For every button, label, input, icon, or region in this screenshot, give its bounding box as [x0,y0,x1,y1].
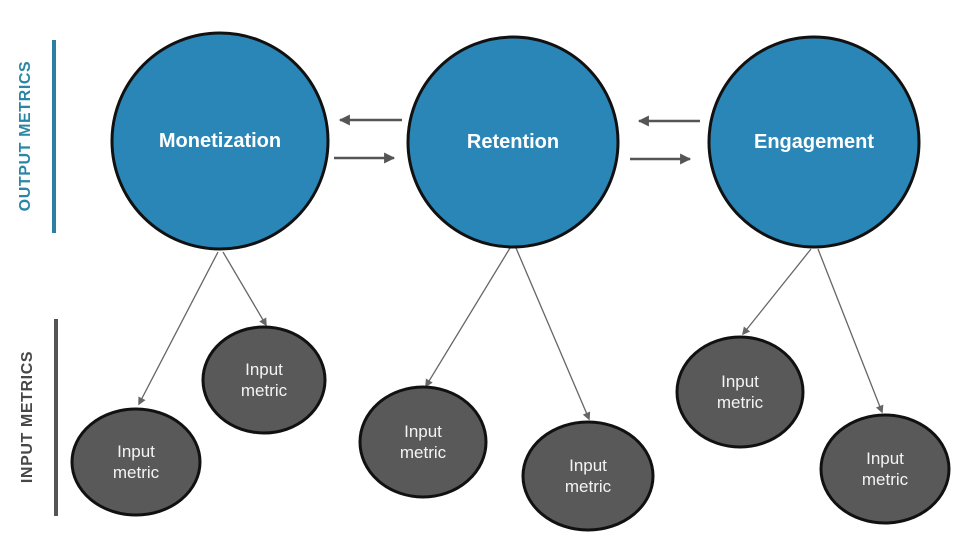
node-engagement-circle [707,35,921,249]
input-metric-ellipse-2 [201,325,327,435]
connector-engagement-input2 [817,248,884,414]
connector-retention-input1 [425,247,511,388]
connector-retention-input2 [515,247,591,421]
input-metric-label-5: Input metric [716,372,764,412]
connector-engagement-input1 [742,248,812,336]
input-metric-label-1: Input metric [112,442,160,482]
input-metric-ellipse-5 [675,335,805,449]
node-retention-circle [406,35,620,249]
input-metric-ellipse-4 [521,420,655,532]
connector-monetization-input1 [138,251,219,406]
node-engagement-label: Engagement [753,131,875,153]
node-retention-label: Retention [466,131,560,153]
input-metrics-label: INPUT METRICS [19,350,36,484]
input-metric-label-3: Input metric [399,422,447,462]
input-metric-label-6: Input metric [861,449,909,489]
input-metric-ellipse-1 [70,407,202,517]
node-monetization-circle [110,31,330,251]
input-metric-label-2: Input metric [240,360,288,400]
input-metric-label-4: Input metric [564,456,612,496]
connector-monetization-input2 [222,251,267,327]
input-metric-ellipse-6 [819,413,951,525]
node-monetization-label: Monetization [158,130,282,152]
input-metric-ellipse-3 [358,385,488,499]
output-metrics-label: OUTPUT METRICS [17,60,34,212]
